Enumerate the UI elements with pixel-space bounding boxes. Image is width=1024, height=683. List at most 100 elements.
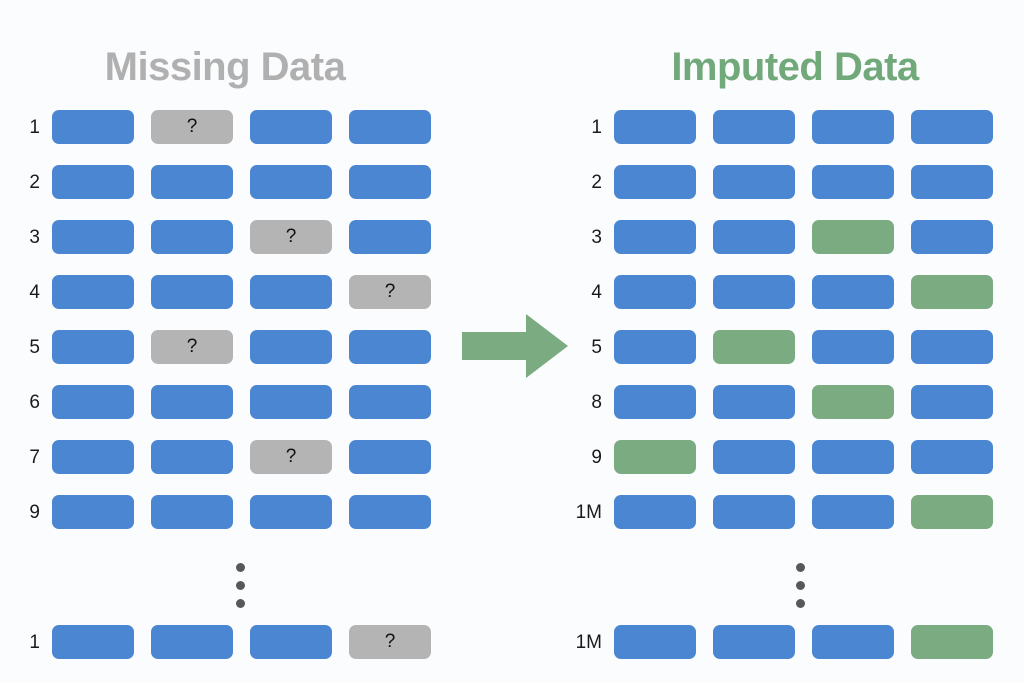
row-label: 7	[29, 446, 40, 468]
row-label: 1M	[575, 501, 602, 523]
imputed-value-cell	[911, 275, 993, 309]
data-cell	[52, 165, 134, 199]
data-cell	[812, 495, 894, 529]
data-cell	[349, 220, 431, 254]
table-row: 5?	[10, 330, 431, 364]
data-cell	[713, 440, 795, 474]
missing-value-cell: ?	[151, 110, 233, 144]
data-cell	[812, 625, 894, 659]
data-cell	[713, 220, 795, 254]
data-cell	[250, 165, 332, 199]
data-cell	[713, 625, 795, 659]
data-cell	[349, 165, 431, 199]
ellipsis-dot	[236, 563, 245, 572]
table-row: 2	[560, 165, 993, 199]
row-label: 1	[591, 116, 602, 138]
row-label: 9	[591, 446, 602, 468]
data-cell	[614, 330, 696, 364]
row-label: 6	[29, 391, 40, 413]
table-row: 1M	[560, 495, 993, 529]
row-cells	[614, 165, 993, 199]
data-cell	[911, 110, 993, 144]
row-cells: ?	[52, 625, 431, 659]
missing-value-cell: ?	[250, 220, 332, 254]
table-row: 5	[560, 330, 993, 364]
data-cell	[52, 330, 134, 364]
missing-value-cell: ?	[151, 330, 233, 364]
right-arrow-icon	[458, 310, 572, 382]
row-cells	[614, 110, 993, 144]
table-row: 3	[560, 220, 993, 254]
row-label: 5	[29, 336, 40, 358]
data-cell	[614, 165, 696, 199]
data-cell	[52, 385, 134, 419]
data-cell	[713, 495, 795, 529]
row-cells	[614, 440, 993, 474]
data-cell	[250, 625, 332, 659]
data-cell	[250, 275, 332, 309]
table-row: 1?	[10, 625, 431, 659]
table-row: 3?	[10, 220, 431, 254]
row-cells	[614, 385, 993, 419]
table-row: 7?	[10, 440, 431, 474]
data-cell	[349, 495, 431, 529]
data-cell	[812, 110, 894, 144]
table-row: 6	[10, 385, 431, 419]
row-label: 1M	[575, 631, 602, 653]
data-cell	[52, 275, 134, 309]
imputed-value-cell	[911, 625, 993, 659]
row-label: 4	[29, 281, 40, 303]
table-row: 1M	[560, 625, 993, 659]
ellipsis-dot	[796, 599, 805, 608]
table-row: 1?	[10, 110, 431, 144]
row-cells: ?	[52, 330, 431, 364]
row-label: 9	[29, 501, 40, 523]
data-cell	[52, 625, 134, 659]
row-cells: ?	[52, 275, 431, 309]
data-cell	[812, 275, 894, 309]
vertical-ellipsis-right	[796, 563, 805, 608]
row-cells	[614, 625, 993, 659]
missing-value-cell: ?	[349, 625, 431, 659]
table-row: 8	[560, 385, 993, 419]
data-cell	[713, 110, 795, 144]
data-cell	[614, 275, 696, 309]
data-cell	[614, 220, 696, 254]
data-cell	[713, 275, 795, 309]
row-cells	[614, 495, 993, 529]
row-cells	[52, 385, 431, 419]
imputed-data-title: Imputed Data	[671, 45, 919, 89]
ellipsis-dot	[236, 581, 245, 590]
data-cell	[614, 625, 696, 659]
data-cell	[250, 495, 332, 529]
data-cell	[349, 330, 431, 364]
row-label: 5	[591, 336, 602, 358]
missing-data-title: Missing Data	[104, 45, 346, 89]
row-label: 4	[591, 281, 602, 303]
data-cell	[52, 220, 134, 254]
data-cell	[614, 385, 696, 419]
data-cell	[349, 110, 431, 144]
data-cell	[911, 330, 993, 364]
data-cell	[151, 440, 233, 474]
ellipsis-dot	[796, 563, 805, 572]
row-label: 3	[591, 226, 602, 248]
data-cell	[911, 440, 993, 474]
data-cell	[250, 385, 332, 419]
table-row: 4	[560, 275, 993, 309]
ellipsis-dot	[796, 581, 805, 590]
row-label: 3	[29, 226, 40, 248]
ellipsis-dot	[236, 599, 245, 608]
row-cells	[52, 165, 431, 199]
row-cells	[614, 330, 993, 364]
row-cells: ?	[52, 110, 431, 144]
data-cell	[52, 110, 134, 144]
data-cell	[52, 440, 134, 474]
data-cell	[151, 625, 233, 659]
data-cell	[614, 110, 696, 144]
row-cells	[614, 220, 993, 254]
imputed-value-cell	[812, 220, 894, 254]
data-cell	[911, 385, 993, 419]
imputed-value-cell	[911, 495, 993, 529]
data-cell	[151, 495, 233, 529]
